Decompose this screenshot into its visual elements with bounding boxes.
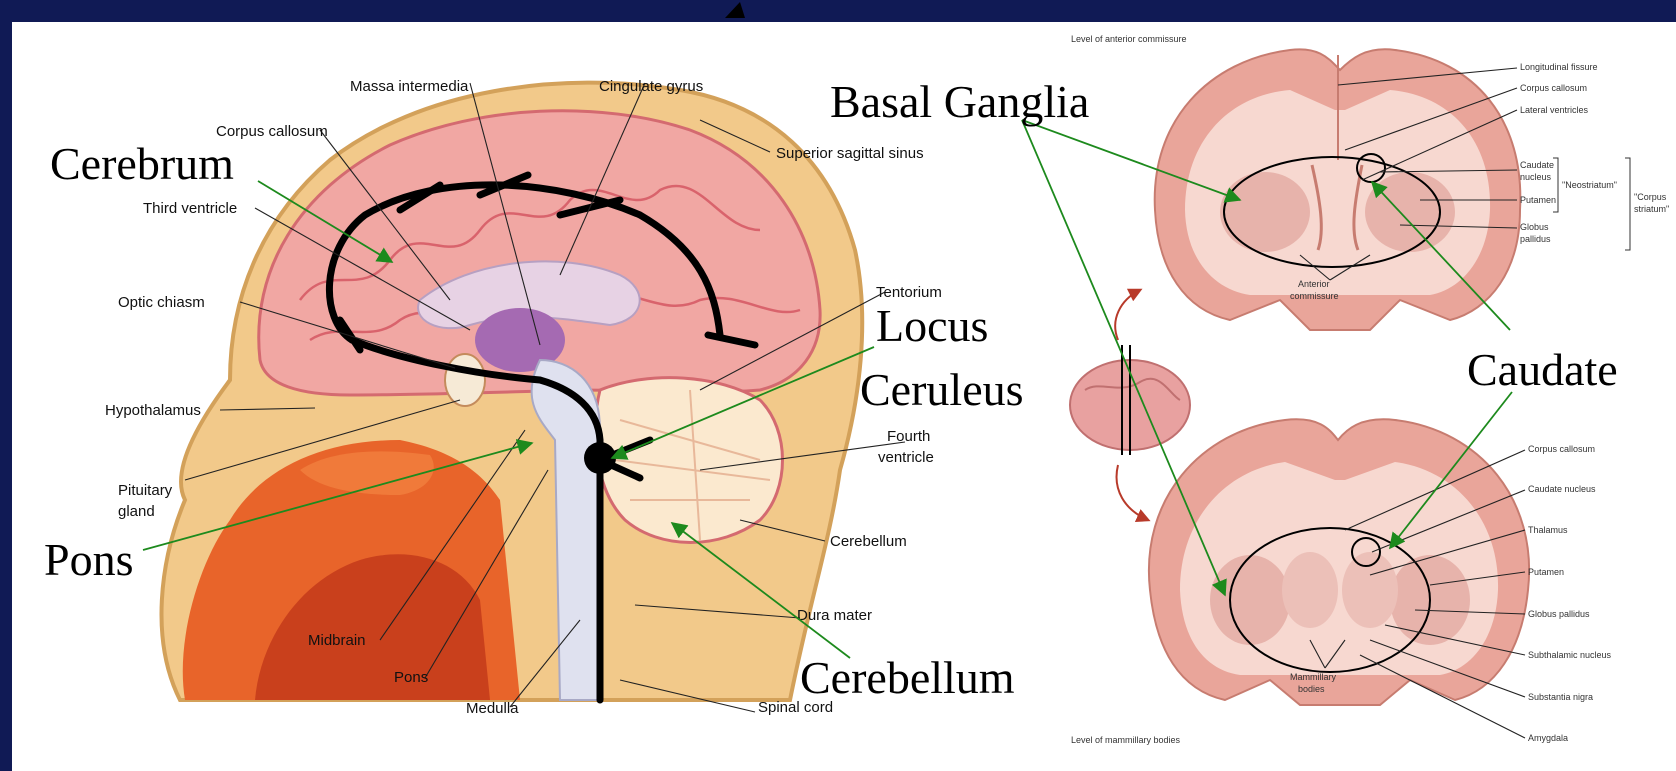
- label-cerebellum-small: Cerebellum: [830, 533, 907, 550]
- label-bottom-corpus-callosum: Corpus callosum: [1528, 444, 1595, 454]
- callout-locus-line2: Ceruleus: [860, 364, 1024, 415]
- label-anterior-line2: commissure: [1290, 291, 1339, 301]
- label-tentorium: Tentorium: [876, 284, 942, 301]
- label-dura-mater: Dura mater: [797, 607, 872, 624]
- label-pons-small: Pons: [394, 669, 428, 686]
- label-caudate-line2: nucleus: [1520, 172, 1552, 182]
- label-corpus-striatum-line2: striatum": [1634, 204, 1669, 214]
- label-substantia-nigra: Substantia nigra: [1528, 692, 1593, 702]
- callout-cerebrum: Cerebrum: [50, 138, 234, 189]
- bottom-thalamus-left: [1282, 552, 1338, 628]
- label-superior-sagittal-sinus: Superior sagittal sinus: [776, 145, 924, 162]
- label-bottom-putamen: Putamen: [1528, 567, 1564, 577]
- label-globus-pallidus: Globus pallidus: [1528, 609, 1590, 619]
- label-pituitary-line1: Pituitary: [118, 482, 173, 499]
- label-caudate-line1: Caudate: [1520, 160, 1554, 170]
- label-neostriatum: "Neostriatum": [1562, 180, 1617, 190]
- label-corpus-striatum-line1: "Corpus: [1634, 192, 1667, 202]
- top-putamen-right: [1365, 172, 1455, 252]
- label-lateral-ventricles: Lateral ventricles: [1520, 105, 1589, 115]
- label-top-corpus-callosum: Corpus callosum: [1520, 83, 1587, 93]
- callout-cerebellum: Cerebellum: [800, 652, 1015, 703]
- label-medulla: Medulla: [466, 700, 519, 717]
- label-globus-line1: Globus: [1520, 222, 1549, 232]
- label-massa-intermedia: Massa intermedia: [350, 78, 469, 95]
- callout-basal-ganglia: Basal Ganglia: [830, 76, 1089, 127]
- callout-caudate: Caudate: [1467, 344, 1618, 395]
- bottom-putamen-left: [1210, 555, 1290, 645]
- label-mammillary-line1: Mammillary: [1290, 672, 1336, 682]
- label-midbrain: Midbrain: [308, 632, 366, 649]
- label-fourth-ventricle-line1: Fourth: [887, 428, 930, 445]
- sagittal-brain-figure: Massa intermedia Cingulate gyrus Corpus …: [12, 22, 1060, 771]
- label-amygdala: Amygdala: [1528, 733, 1568, 743]
- label-fourth-ventricle-line2: ventricle: [878, 449, 934, 466]
- label-globus-line2: pallidus: [1520, 234, 1551, 244]
- label-hypothalamus: Hypothalamus: [105, 402, 201, 419]
- label-thalamus: Thalamus: [1528, 525, 1568, 535]
- top-putamen-left: [1220, 172, 1310, 252]
- callout-pons: Pons: [44, 534, 133, 585]
- label-third-ventricle: Third ventricle: [143, 200, 237, 217]
- label-top-putamen: Putamen: [1520, 195, 1556, 205]
- label-optic-chiasm: Optic chiasm: [118, 294, 205, 311]
- label-level-anterior-commissure: Level of anterior commissure: [1071, 34, 1187, 44]
- label-pituitary-line2: gland: [118, 503, 155, 520]
- label-level-mammillary-bodies: Level of mammillary bodies: [1071, 735, 1181, 745]
- label-longitudinal-fissure: Longitudinal fissure: [1520, 62, 1598, 72]
- label-mammillary-line2: bodies: [1298, 684, 1325, 694]
- bottom-thalamus-right: [1342, 552, 1398, 628]
- label-caudate-nucleus: Caudate nucleus: [1528, 484, 1596, 494]
- pituitary-shape: [445, 354, 485, 406]
- label-subthalamic-nucleus: Subthalamic nucleus: [1528, 650, 1612, 660]
- callout-locus-line1: Locus: [876, 300, 988, 351]
- label-cingulate-gyrus: Cingulate gyrus: [599, 78, 703, 95]
- label-anterior-line1: Anterior: [1298, 279, 1330, 289]
